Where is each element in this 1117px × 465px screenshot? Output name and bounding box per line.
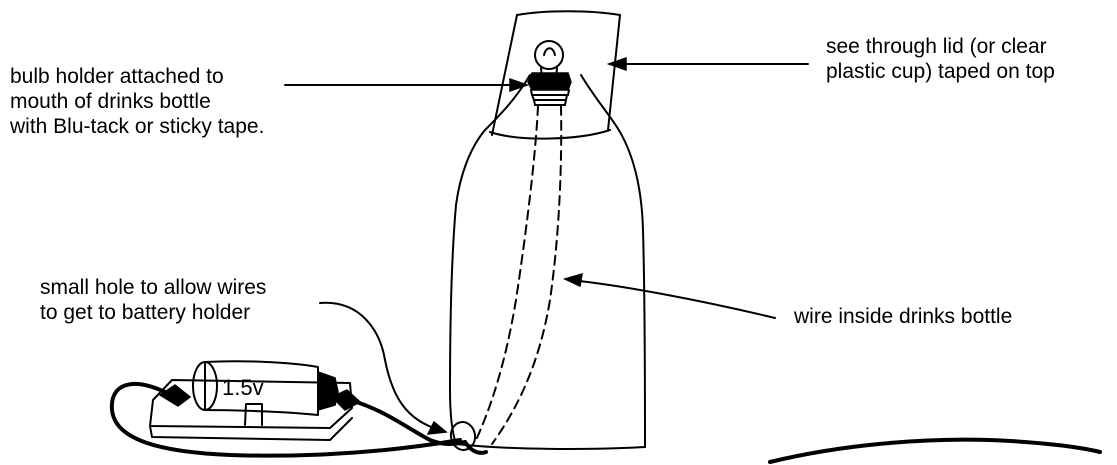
wire-label-line-1: wire inside drinks bottle	[794, 305, 1013, 328]
bulb-holder	[527, 72, 572, 106]
battery-holder	[149, 379, 353, 441]
bulb-holder-label-line-2: mouth of drinks bottle	[10, 90, 211, 113]
arrow-hole	[319, 301, 448, 435]
bulb-holder-label-line-3: with Blu-tack or sticky tape.	[10, 115, 265, 138]
arrow-lid	[606, 56, 809, 72]
see-through-lid	[491, 10, 621, 136]
hole-label-line-1: small hole to allow wires	[40, 276, 267, 299]
lid-label-line-1: see through lid (or clear	[826, 35, 1047, 58]
arrow-wire	[562, 272, 776, 319]
bulb-holder-label: bulb holder attached to mouth of drinks …	[10, 64, 264, 139]
drinks-bottle	[449, 74, 646, 450]
hole-label-line-2: to get to battery holder	[40, 301, 251, 324]
battery-voltage: 1.5v	[222, 375, 264, 400]
arrow-bulb-holder	[284, 77, 530, 93]
bulb-holder-label-line-1: bulb holder attached to	[10, 65, 224, 88]
battery: 1.5v	[192, 360, 339, 416]
table-line	[768, 437, 1102, 464]
small-hole	[449, 421, 477, 451]
lid-label: see through lid (or clear plastic cup) t…	[826, 34, 1055, 84]
inside-wires	[475, 105, 563, 445]
external-wires	[109, 382, 488, 458]
wire-label: wire inside drinks bottle	[794, 304, 1012, 329]
hole-label: small hole to allow wires to get to batt…	[40, 275, 266, 325]
lid-label-line-2: plastic cup) taped on top	[826, 60, 1055, 83]
